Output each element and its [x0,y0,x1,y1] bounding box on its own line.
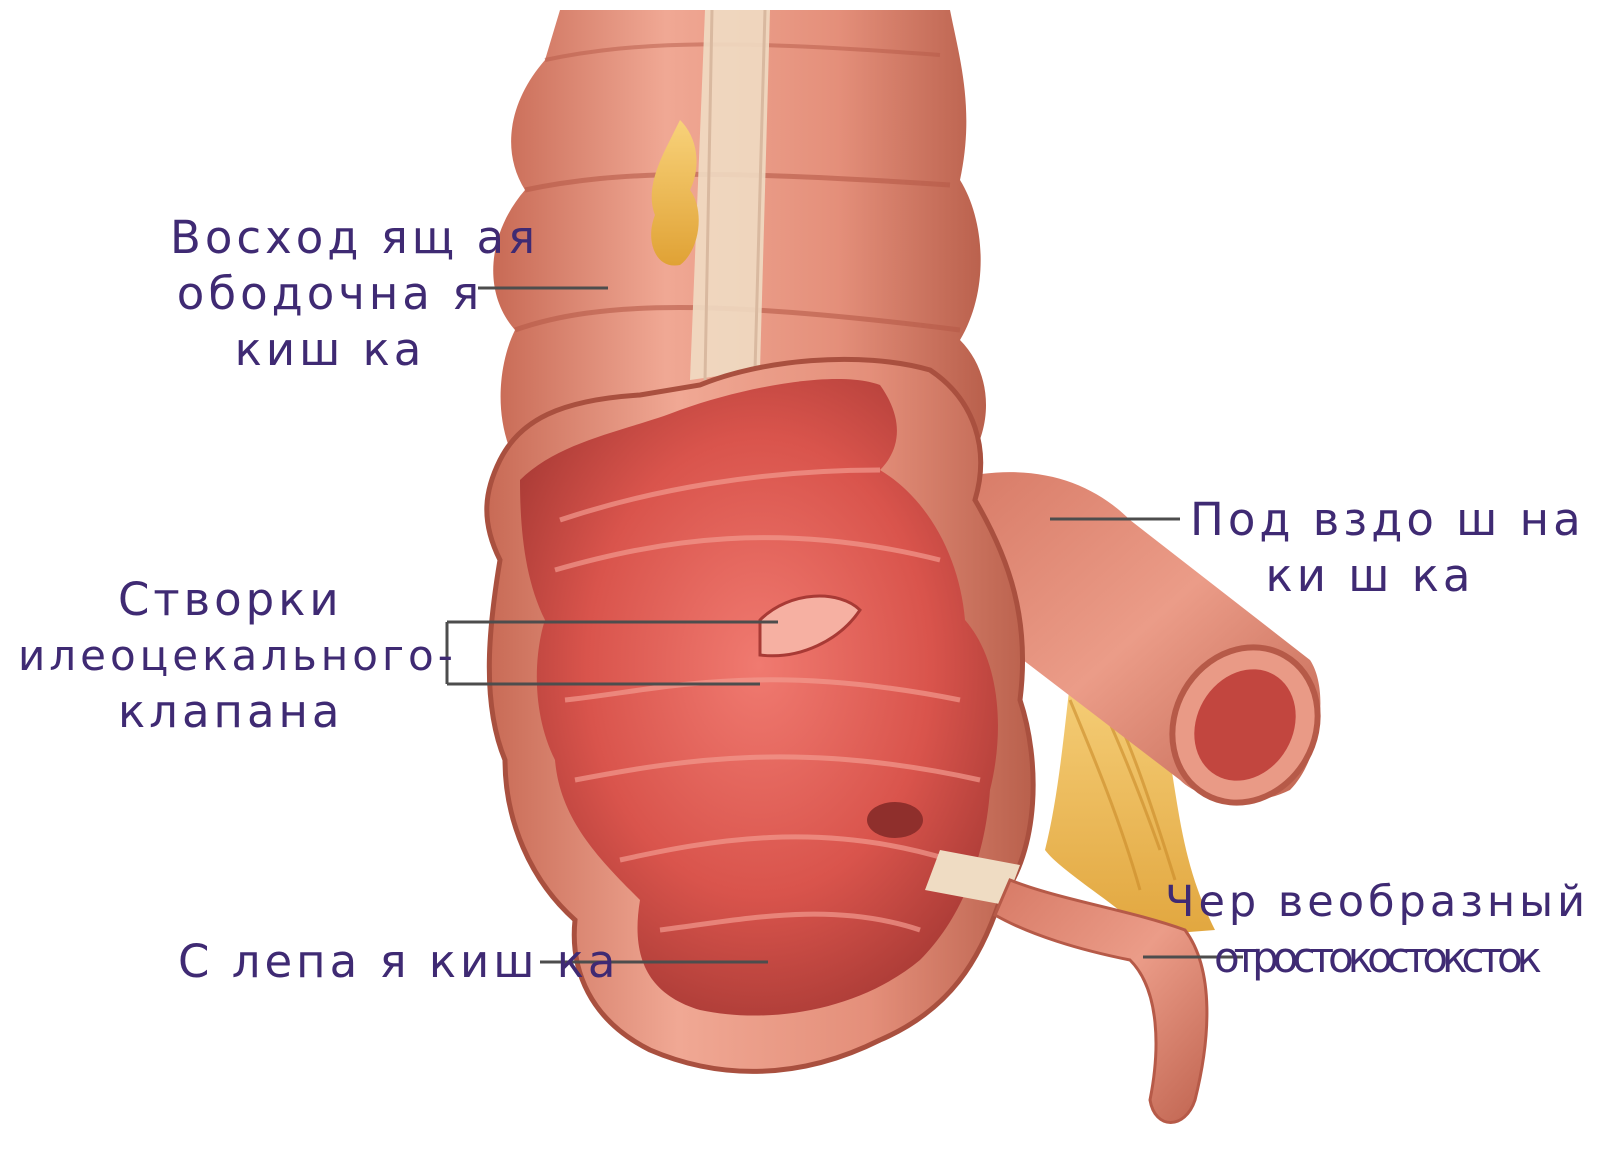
label-line: ободочна я [170,266,490,322]
label-ileum: Под вздо ш на я ки ш ка [1190,492,1550,604]
label-line: киш ка [170,322,490,378]
label-line: Чер веобразный [1165,874,1585,930]
label-line: илеоцекального- [18,628,443,684]
label-ileocecal-valve: Створки илеоцекального- клапана [18,572,443,740]
label-line: отростокостоксток [1165,930,1585,986]
label-line: клапана [18,684,443,740]
label-line: Восход ящ ая [170,210,490,266]
label-line: С лепа я киш ка [178,934,538,990]
label-ascending-colon: Восход ящ ая ободочна я киш ка [170,210,490,378]
label-line: Створки [18,572,443,628]
label-cecum: С лепа я киш ка [178,934,538,990]
label-line: Под вздо ш на я [1190,492,1550,548]
label-appendix: Чер веобразный отростокостоксток [1165,874,1585,986]
label-line: ки ш ка [1190,548,1550,604]
